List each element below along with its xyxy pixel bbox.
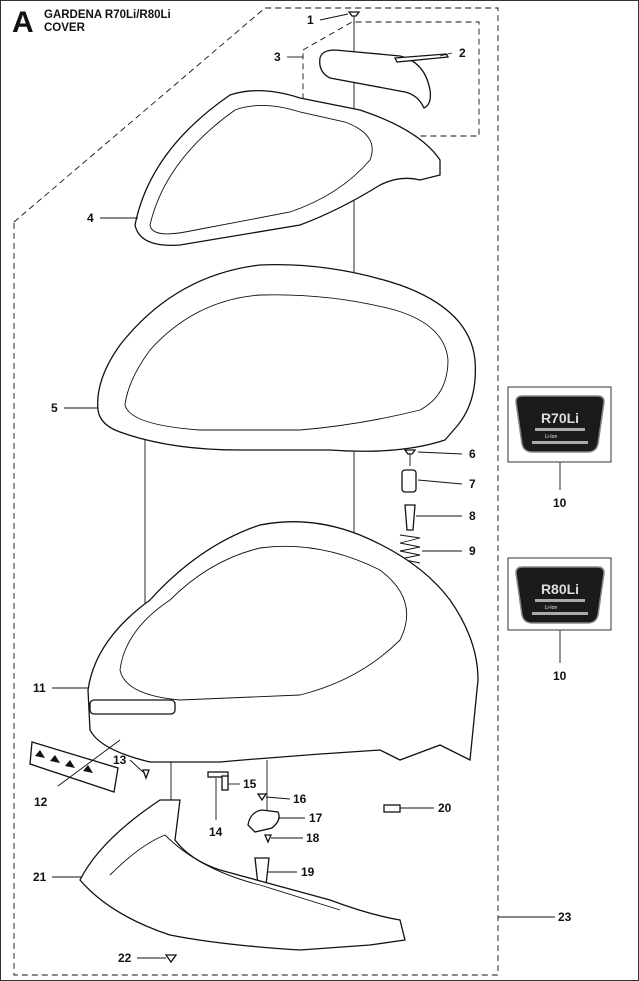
- callout-10-r80li: 10: [553, 669, 567, 683]
- callout-14: 14: [209, 825, 223, 839]
- part-1-screw: [347, 11, 361, 24]
- callout-21: 21: [33, 870, 47, 884]
- callout-17: 17: [309, 811, 323, 825]
- part-12-warning-label: [29, 741, 119, 793]
- part-16-screw: [256, 793, 268, 802]
- callout-3: 3: [274, 50, 281, 64]
- part-14-clip: [207, 771, 229, 778]
- part-3-handle: [319, 49, 450, 109]
- callout-13: 13: [113, 753, 127, 767]
- part-22-screw: [164, 954, 178, 964]
- callout-18: 18: [306, 831, 320, 845]
- part-17-bracket: [247, 809, 280, 833]
- badge-model: R70Li: [541, 410, 579, 426]
- part-6-screw: [403, 449, 417, 466]
- assembly-boundary-3: [302, 21, 480, 137]
- callout-20: 20: [438, 801, 452, 815]
- part-21-lower-chassis: [79, 799, 406, 951]
- part-11-body: [87, 521, 479, 763]
- callout-1: 1: [307, 13, 314, 27]
- part-5-cover-shell: [97, 264, 477, 452]
- part-18-screw: [264, 834, 272, 844]
- callout-11: 11: [33, 681, 46, 695]
- callout-8: 8: [469, 509, 476, 523]
- section-letter: A: [12, 6, 34, 39]
- callout-15: 15: [243, 777, 257, 791]
- callout-19: 19: [301, 865, 315, 879]
- badge-r70li: R70Li Li-Ion: [507, 386, 612, 463]
- part-4-top-frame: [134, 90, 441, 246]
- leader-lines: [52, 13, 561, 959]
- callout-12: 12: [34, 795, 48, 809]
- callout-23: 23: [558, 910, 572, 924]
- callout-5: 5: [51, 401, 58, 415]
- assembly-boundary-23: [13, 7, 499, 976]
- callout-9: 9: [469, 544, 476, 558]
- callout-10-r70li: 10: [553, 496, 567, 510]
- part-8-pin: [404, 504, 416, 531]
- leader: [57, 739, 121, 787]
- part-13-screw: [142, 769, 150, 780]
- part-20-pad: [383, 804, 401, 813]
- title-section: COVER: [44, 22, 85, 34]
- callout-6: 6: [469, 447, 476, 461]
- badge-sub: Li-Ion: [545, 605, 558, 611]
- callout-7: 7: [469, 477, 476, 491]
- part-7-holder: [401, 469, 417, 493]
- title-model: GARDENA R70Li/R80Li: [44, 9, 171, 21]
- part-2-strip: [393, 53, 450, 63]
- badge-r80li: R80Li Li-Ion: [507, 557, 612, 631]
- callout-16: 16: [293, 792, 307, 806]
- badge-sub: Li-Ion: [545, 434, 558, 440]
- callout-2: 2: [459, 46, 466, 60]
- callout-4: 4: [87, 211, 94, 225]
- callout-22: 22: [118, 951, 132, 965]
- part-15-pin: [221, 775, 229, 791]
- badge-model: R80Li: [541, 581, 579, 597]
- diagram-title: GARDENA R70Li/R80Li COVER: [44, 9, 171, 35]
